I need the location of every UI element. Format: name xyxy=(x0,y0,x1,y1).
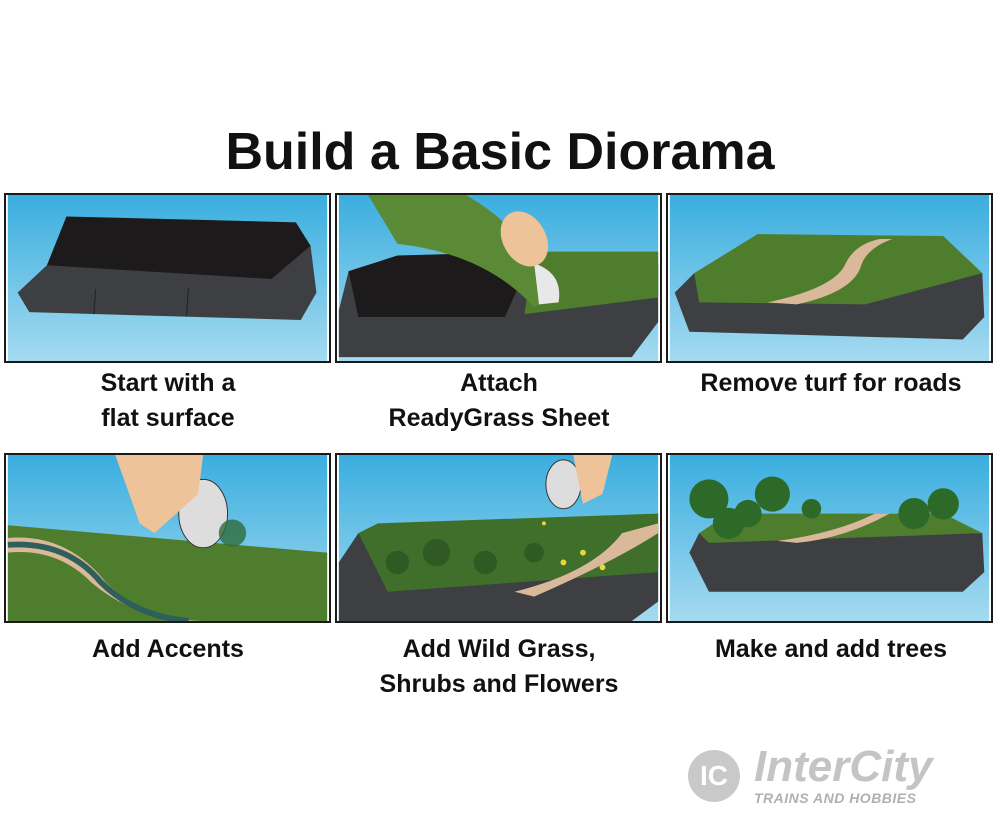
step-5-caption: Add Wild Grass, Shrubs and Flowers xyxy=(379,635,619,698)
step-2-caption: Attach ReadyGrass Sheet xyxy=(388,369,610,432)
step-6-image xyxy=(666,453,993,623)
step-3-caption: Remove turf for roads xyxy=(700,369,962,397)
step-1-caption: Start with a flat surface xyxy=(100,369,236,432)
step-5-image xyxy=(335,453,662,623)
intercity-logo: IC InterCity TRAINS AND HOBBIES xyxy=(688,742,978,810)
step-6-caption: Make and add trees xyxy=(714,635,948,663)
logo-tagline: TRAINS AND HOBBIES xyxy=(754,790,917,806)
page-title: Build a Basic Diorama xyxy=(225,123,775,181)
step-4-image xyxy=(4,453,331,623)
step-1-image xyxy=(4,193,331,363)
logo-mark-icon: IC xyxy=(688,750,740,802)
step-4-caption: Add Accents xyxy=(92,635,244,663)
step-2-image xyxy=(335,193,662,363)
logo-name: InterCity xyxy=(754,742,933,791)
step-3-image xyxy=(666,193,993,363)
